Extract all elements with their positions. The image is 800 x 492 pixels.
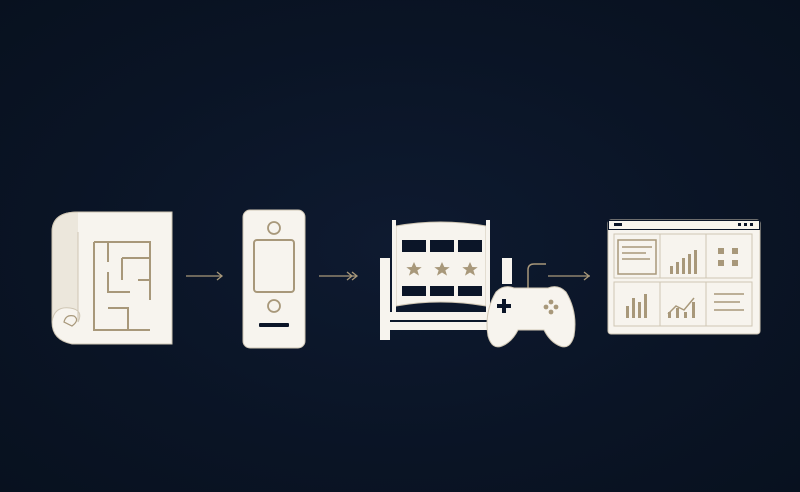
star-icon (406, 262, 422, 276)
star-icon (462, 262, 478, 276)
slot-star-icons (406, 262, 478, 276)
star-icon (434, 262, 450, 276)
